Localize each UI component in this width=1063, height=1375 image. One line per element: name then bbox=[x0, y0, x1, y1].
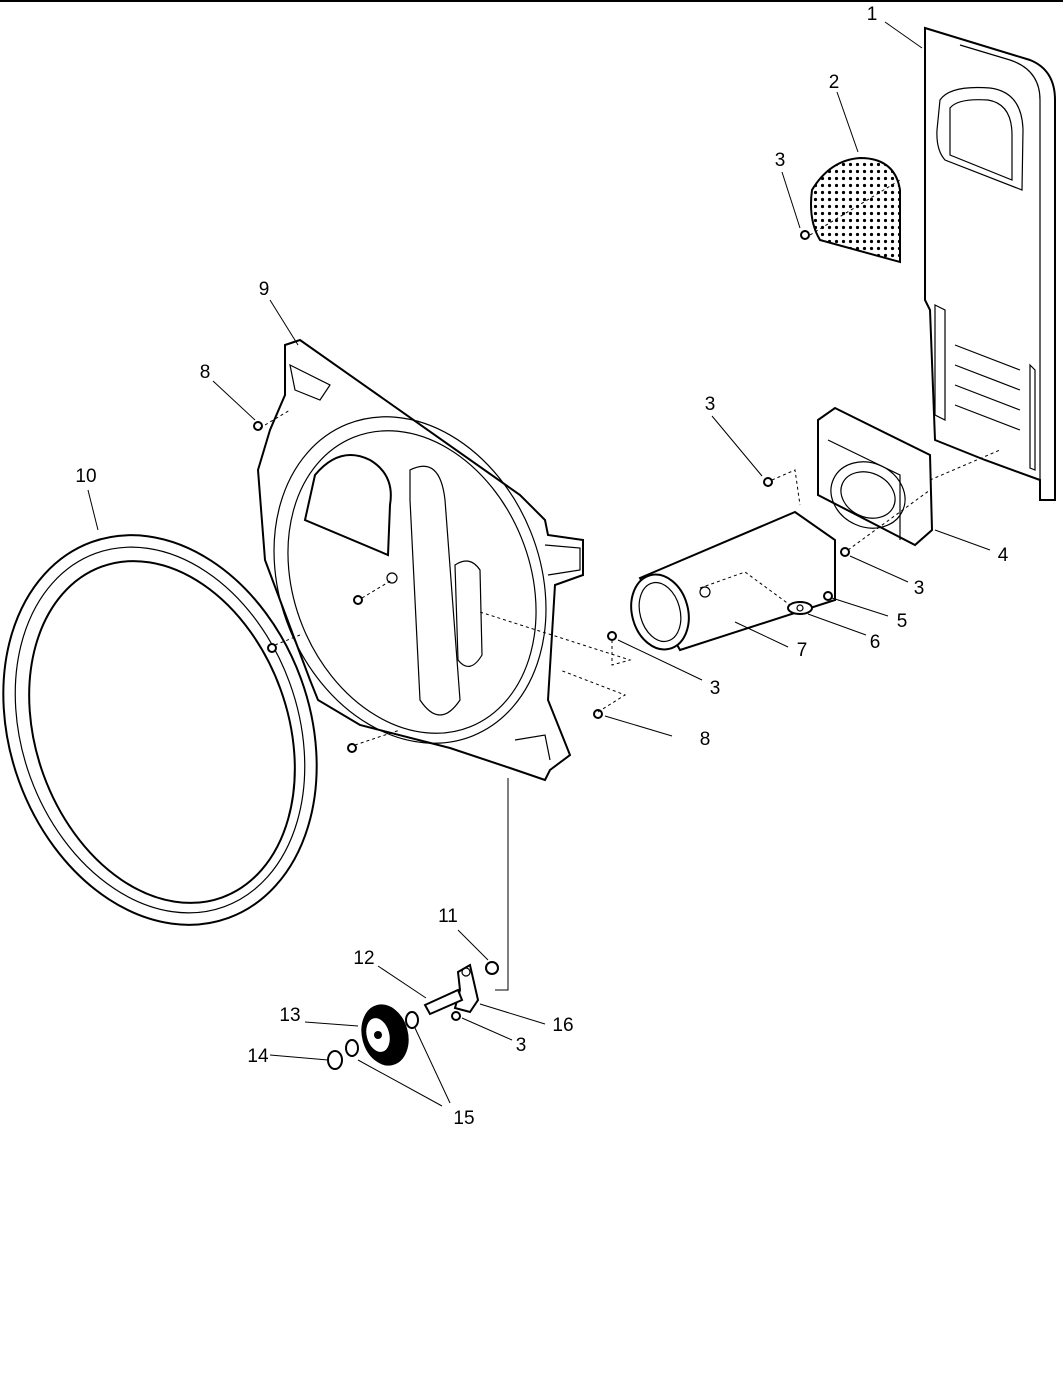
callout-13: 13 bbox=[279, 1005, 300, 1026]
callout-9: 9 bbox=[259, 279, 270, 300]
callout-3-tube-screw: 3 bbox=[710, 678, 721, 699]
roller-assembly bbox=[327, 961, 499, 1070]
callout-8-lower: 8 bbox=[700, 729, 711, 750]
callout-labels: 1 2 3 3 4 3 5 6 7 3 8 8 9 10 11 12 13 14… bbox=[75, 4, 1008, 1129]
leader-lines bbox=[87, 21, 991, 1107]
callout-10: 10 bbox=[75, 466, 96, 487]
callout-7: 7 bbox=[797, 640, 808, 661]
part-9-rear-bulkhead bbox=[256, 338, 584, 782]
callout-4: 4 bbox=[998, 545, 1009, 566]
callout-14: 14 bbox=[247, 1046, 269, 1067]
assembly-lines bbox=[259, 179, 1001, 991]
callout-1: 1 bbox=[867, 4, 878, 25]
callout-11: 11 bbox=[438, 906, 458, 927]
callout-6: 6 bbox=[870, 632, 881, 653]
callout-12: 12 bbox=[353, 948, 374, 969]
part-1-rear-panel bbox=[924, 26, 1056, 501]
callout-15: 15 bbox=[453, 1108, 474, 1129]
part-10-seal-ring bbox=[2, 534, 318, 926]
callout-3-housing-screw: 3 bbox=[914, 578, 925, 599]
part-15-washer-b bbox=[345, 1039, 359, 1057]
part-4-duct-housing bbox=[817, 406, 934, 547]
part-7-exhaust-tube bbox=[630, 510, 836, 652]
part-14-clip bbox=[327, 1050, 343, 1070]
part-11-nut bbox=[485, 961, 499, 975]
callout-5: 5 bbox=[897, 611, 908, 632]
callout-8-upper: 8 bbox=[200, 362, 211, 383]
callout-16: 16 bbox=[552, 1015, 573, 1036]
part-12-shaft bbox=[423, 988, 464, 1016]
part-2-lint-screen bbox=[810, 156, 901, 264]
part-6-thermostat bbox=[787, 601, 813, 615]
screws bbox=[253, 230, 850, 753]
callout-3-duct-screw: 3 bbox=[705, 394, 716, 415]
callout-3-screen-screw: 3 bbox=[775, 150, 786, 171]
callout-3-roller-screw: 3 bbox=[516, 1035, 527, 1056]
part-15-washer-a bbox=[405, 1011, 419, 1029]
callout-2: 2 bbox=[829, 72, 840, 93]
